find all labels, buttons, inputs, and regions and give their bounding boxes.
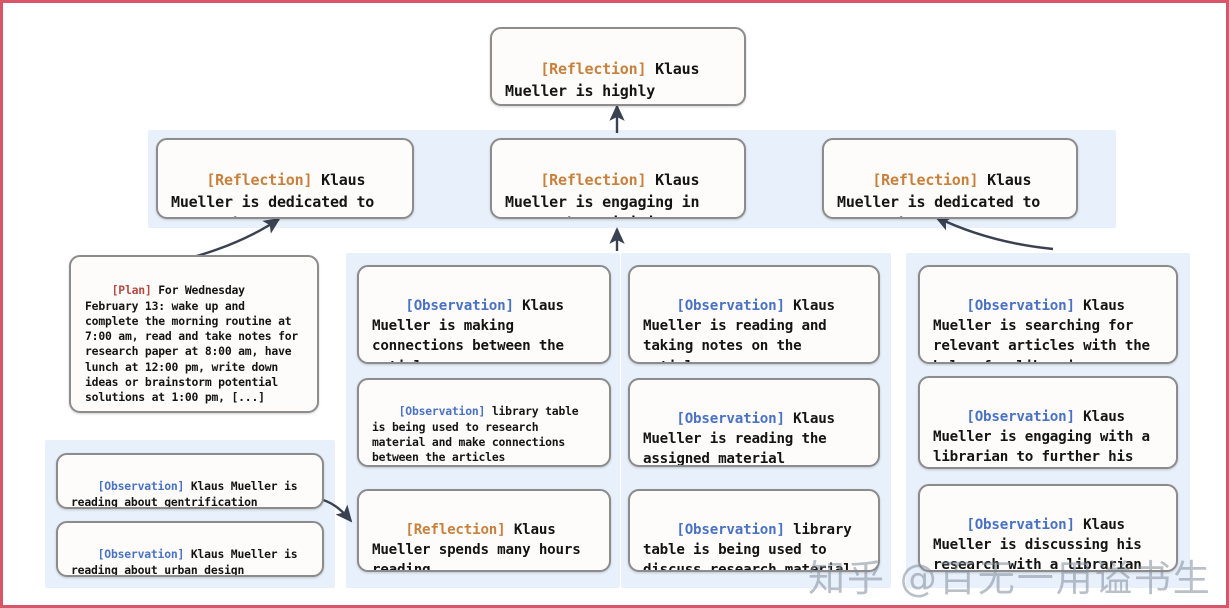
column-three-1-tag: [Observation]: [966, 298, 1075, 315]
column-two-1-tag: [Observation]: [676, 298, 785, 315]
column-three-1-text: Klaus Mueller is searching for relevant …: [933, 298, 1150, 362]
reflection-node-left[interactable]: [Reflection] Klaus Mueller is dedicated …: [156, 138, 414, 219]
reflection-node-right[interactable]: [Reflection] Klaus Mueller is dedicated …: [822, 138, 1078, 219]
column-three-node-1[interactable]: [Observation] Klaus Mueller is searching…: [918, 265, 1178, 364]
reflection-right-tag: [Reflection]: [872, 171, 979, 190]
reflection-right-text: Klaus Mueller is dedicated to research: [837, 171, 1041, 217]
column-one-2-tag: [Observation]: [398, 404, 486, 419]
reflection-center-text: Klaus Mueller is engaging in research ac…: [505, 171, 700, 217]
column-three-node-2[interactable]: [Observation] Klaus Mueller is engaging …: [918, 376, 1178, 469]
column-one-node-1[interactable]: [Observation] Klaus Mueller is making co…: [357, 265, 611, 364]
column-two-node-3[interactable]: [Observation] library table is being use…: [628, 489, 880, 572]
column-two-node-1[interactable]: [Observation] Klaus Mueller is reading a…: [628, 265, 880, 364]
left-observation-2-text: Klaus Mueller is reading about urban des…: [71, 547, 305, 577]
root-reflection-node[interactable]: [Reflection] Klaus Mueller is highly ded…: [490, 27, 746, 106]
reflection-left-tag: [Reflection]: [206, 171, 313, 190]
column-two-1-text: Klaus Mueller is reading and taking note…: [643, 298, 835, 362]
column-two-2-tag: [Observation]: [676, 411, 785, 428]
left-observation-2-tag: [Observation]: [97, 547, 185, 562]
left-observation-node-2[interactable]: [Observation] Klaus Mueller is reading a…: [56, 521, 324, 577]
plan-text: For Wednesday February 13: wake up and c…: [85, 283, 305, 405]
column-one-1-tag: [Observation]: [405, 298, 514, 315]
column-one-node-2[interactable]: [Observation] library table is being use…: [357, 378, 611, 467]
root-reflection-text: Klaus Mueller is highly dedicated to res…: [505, 60, 700, 104]
root-reflection-tag: [Reflection]: [540, 60, 647, 79]
column-three-2-text: Klaus Mueller is engaging with a librari…: [933, 409, 1150, 466]
column-one-node-3[interactable]: [Reflection] Klaus Mueller spends many h…: [357, 489, 611, 572]
left-observation-1-text: Klaus Mueller is reading about gentrific…: [71, 479, 305, 509]
column-one-3-tag: [Reflection]: [405, 522, 506, 539]
column-one-3-text: Klaus Mueller spends many hours reading: [372, 522, 589, 572]
reflection-node-center[interactable]: [Reflection] Klaus Mueller is engaging i…: [490, 138, 746, 219]
left-observation-1-tag: [Observation]: [97, 479, 185, 494]
zhihu-watermark: 知乎 @百无一用谥书生: [808, 557, 1212, 600]
column-two-node-2[interactable]: [Observation] Klaus Mueller is reading t…: [628, 378, 880, 467]
column-three-3-tag: [Observation]: [966, 517, 1075, 534]
column-two-3-tag: [Observation]: [676, 522, 785, 539]
reflection-left-text: Klaus Mueller is dedicated to research: [171, 171, 375, 217]
column-three-node-3[interactable]: [Observation] Klaus Mueller is discussin…: [918, 484, 1178, 572]
plan-node[interactable]: [Plan] For Wednesday February 13: wake u…: [69, 255, 319, 413]
column-three-3-text: Klaus Mueller is discussing his research…: [933, 517, 1150, 572]
column-two-2-text: Klaus Mueller is reading the assigned ma…: [643, 411, 844, 467]
column-one-2-text: library table is being used to research …: [372, 404, 586, 465]
left-observation-node-1[interactable]: [Observation] Klaus Mueller is reading a…: [56, 453, 324, 509]
reflection-center-tag: [Reflection]: [540, 171, 647, 190]
plan-tag: [Plan]: [111, 283, 152, 298]
column-one-1-text: Klaus Mueller is making connections betw…: [372, 298, 564, 362]
column-three-2-tag: [Observation]: [966, 409, 1075, 426]
column-two-3-text: library table is being used to discuss r…: [643, 522, 860, 572]
